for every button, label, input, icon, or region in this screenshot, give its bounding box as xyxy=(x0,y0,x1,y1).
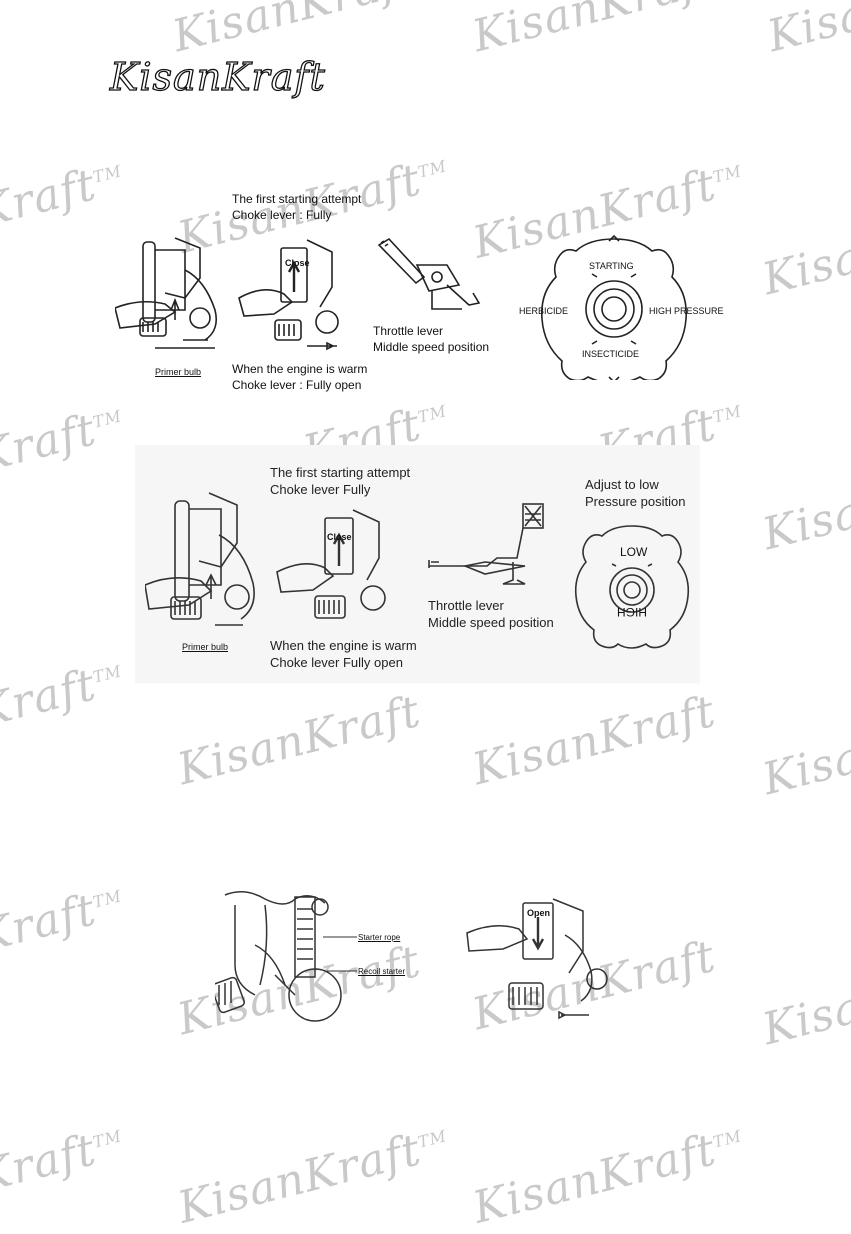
dial-label-herbicide: HERBICIDE xyxy=(519,306,569,316)
watermark: KisanKraft xyxy=(167,0,421,63)
caption-engine-warm: When the engine is warm xyxy=(270,638,417,653)
engine-illustration xyxy=(115,237,218,349)
primer-bulb-label: Primer bulb xyxy=(182,642,229,652)
watermark: KisanKraftTM xyxy=(467,1124,744,1234)
caption-middle-speed: Middle speed position xyxy=(373,340,490,354)
watermark: KisanKraft xyxy=(467,0,721,63)
caption-choke-fully: Choke lever : Fully xyxy=(232,208,332,222)
close-label: Close xyxy=(285,258,310,268)
watermark: KisanKraftTM xyxy=(0,404,124,514)
figure-starting-procedure-1: Primer bulb The first starting attempt C… xyxy=(115,190,735,400)
choke-close-illustration xyxy=(276,509,386,619)
caption-first-attempt: The first starting attempt xyxy=(232,192,362,206)
caption-choke-fully: Choke lever Fully xyxy=(270,482,371,497)
caption-middle-speed: Middle speed position xyxy=(428,615,554,630)
choke-close-illustration xyxy=(238,239,339,351)
close-label: Close xyxy=(327,532,352,542)
recoil-starter-label: Recoil starter xyxy=(358,967,406,976)
pressure-dial-illustration xyxy=(540,235,688,380)
pressure-dial-illustration xyxy=(574,525,690,649)
engine-illustration xyxy=(145,492,255,626)
watermark: KisanKraft xyxy=(757,945,851,1056)
caption-adjust-low: Adjust to low xyxy=(585,477,659,492)
watermark: KisanKraftTM xyxy=(0,1124,124,1234)
open-label: Open xyxy=(527,908,551,918)
caption-choke-open: Choke lever Fully open xyxy=(270,655,403,670)
watermark: KisanKraft xyxy=(757,195,851,306)
watermark: KisanKraft xyxy=(757,695,851,806)
starter-rope-label: Starter rope xyxy=(358,933,401,942)
primer-bulb-label: Primer bulb xyxy=(155,367,202,377)
caption-throttle-lever: Throttle lever xyxy=(428,598,504,613)
dial-label-high: HIGH xyxy=(617,605,647,619)
figure-starting-procedure-2: Primer bulb The first starting attempt C… xyxy=(135,445,700,685)
caption-first-attempt: The first starting attempt xyxy=(270,465,411,480)
dial-label-high-pressure: HIGH PRESSURE xyxy=(649,306,724,316)
choke-open-illustration xyxy=(466,898,608,1020)
watermark: KisanKraft xyxy=(467,685,721,796)
recoil-starter-illustration xyxy=(215,891,357,1022)
dial-label-starting: STARTING xyxy=(589,261,634,271)
watermark: KisanKraftTM xyxy=(0,884,124,994)
throttle-lever-illustration xyxy=(377,237,481,310)
brand-logo: KisanKraft xyxy=(109,54,326,99)
watermark: KisanKraftTM xyxy=(0,159,124,269)
watermark: KisanKraftTM xyxy=(0,659,124,769)
throttle-lever-illustration xyxy=(428,503,544,585)
dial-label-low: LOW xyxy=(620,545,648,559)
dial-label-insecticide: INSECTICIDE xyxy=(582,349,640,359)
caption-pressure-position: Pressure position xyxy=(585,494,686,509)
caption-engine-warm: When the engine is warm xyxy=(232,362,368,376)
watermark: KisanKraft xyxy=(762,0,851,63)
caption-throttle-lever: Throttle lever xyxy=(373,324,444,338)
caption-choke-open: Choke lever : Fully open xyxy=(232,378,362,392)
watermark: KisanKraft xyxy=(172,685,426,796)
figure-recoil-starter: Starter rope Recoil starter Open xyxy=(215,885,635,1030)
watermark: KisanKraftTM xyxy=(172,1124,449,1234)
watermark: KisanKraft xyxy=(757,450,851,561)
